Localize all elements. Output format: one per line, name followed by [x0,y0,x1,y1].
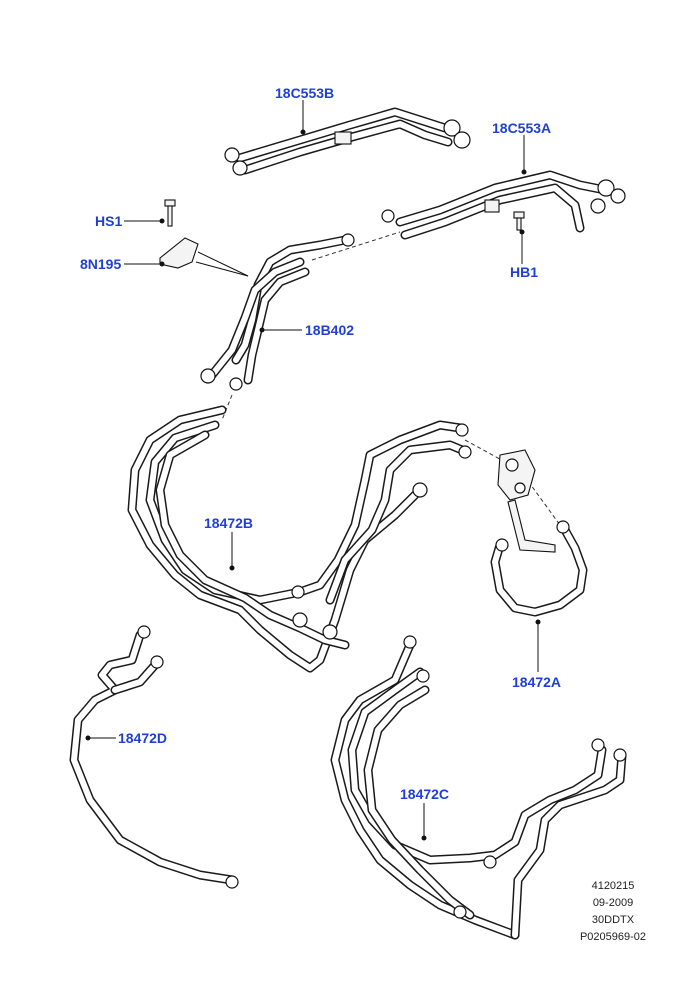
callout-HB1[interactable]: HB1 [510,264,539,280]
hose-18C553B [224,107,471,176]
screw-HS1 [164,199,176,227]
callout-18C553A[interactable]: 18C553A [492,120,552,136]
ref-model-code: 30DDTX [591,914,635,926]
hose-18B402 [200,233,355,391]
assembly-line [221,394,233,421]
assembly-line [311,231,401,261]
ref-drawing-number: 4120215 [591,880,635,892]
callout-8N195[interactable]: 8N195 [80,256,122,272]
hose-18472C [330,635,627,940]
callout-18C553B[interactable]: 18C553B [275,85,335,101]
ref-date: 09-2009 [592,897,634,909]
hose-18C553A [381,170,626,240]
callout-18472A[interactable]: 18472A [512,674,562,690]
leader-lines [85,100,541,841]
callout-18472C[interactable]: 18472C [400,786,450,802]
callout-HS1[interactable]: HS1 [95,213,123,229]
reference-block: 4120215 09-2009 30DDTX P0205969-02 [548,878,678,946]
hose-18472D [69,625,239,889]
assembly-line [519,469,561,526]
callout-18472B[interactable]: 18472B [204,515,254,531]
callout-18B402[interactable]: 18B402 [305,322,355,338]
bracket-8N195 [159,237,249,277]
ref-part-code: P0205969-02 [579,931,647,943]
hose-18472A [490,520,588,617]
hose-18472B [127,405,472,673]
valve-assembly [497,449,556,553]
callout-18472D[interactable]: 18472D [118,730,168,746]
bolt-HB1 [513,211,525,231]
